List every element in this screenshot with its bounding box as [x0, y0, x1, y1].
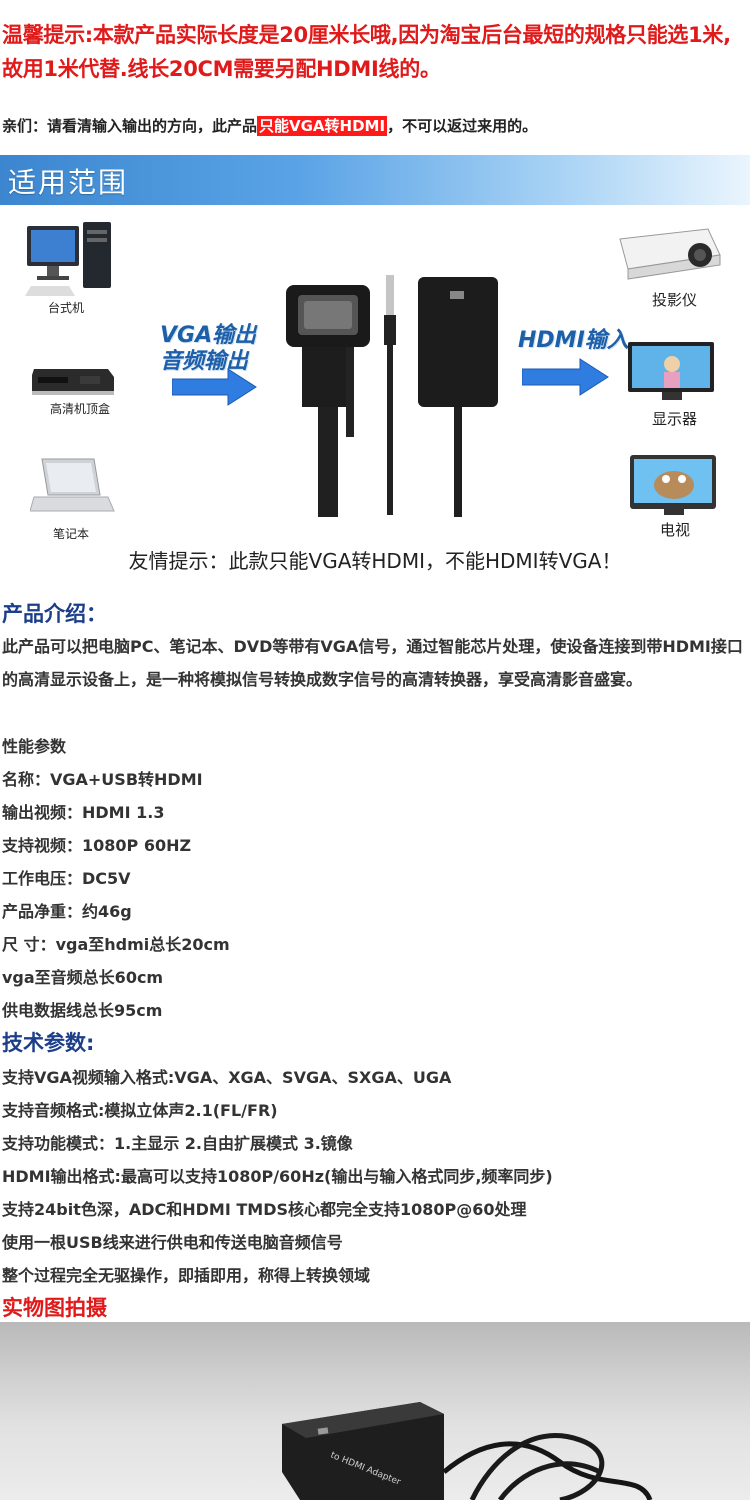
adapter-cable-icon	[286, 275, 498, 517]
tech-line: 支持音频格式:模拟立体声2.1(FL/FR)	[2, 1101, 278, 1120]
banner-title: 适用范围	[8, 166, 129, 199]
spec-line: vga至音频总长60cm	[2, 968, 164, 987]
output-label-tv: 电视	[660, 521, 691, 539]
vga-output-text: VGA输出 音频输出	[160, 323, 256, 375]
right-arrow-left-icon	[172, 368, 257, 406]
spec-line: 输出视频：HDMI 1.3	[2, 803, 165, 822]
input-label-desktop: 台式机	[48, 301, 85, 315]
vga-output-line: VGA输出	[160, 323, 257, 348]
photo-title: 实物图拍摄	[2, 1296, 107, 1320]
spec-line: 尺 寸：vga至hdmi总长20cm	[2, 935, 230, 954]
adapter-photo-icon: to HDMI Adapter	[282, 1402, 653, 1500]
laptop-icon	[30, 458, 115, 512]
spec-line: 性能参数	[2, 737, 67, 756]
output-label-projector: 投影仪	[652, 291, 698, 309]
intro-title: 产品介绍：	[2, 602, 107, 626]
notice-prefix: 亲们：请看清输入输出的方向，此产品	[2, 117, 258, 135]
projector-icon	[619, 228, 721, 280]
input-label-stb: 高清机顶盒	[50, 402, 111, 416]
desktop-pc-icon	[25, 222, 111, 296]
tech-line: 支持24bit色深，ADC和HDMI TMDS核心都完全支持1080P@60处理	[2, 1200, 527, 1219]
audio-output-line: 音频输出	[160, 349, 249, 374]
usage-diagram: 台式机 高清机顶盒 笔记本 VGA输出 音频输出	[0, 205, 750, 590]
tech-line: 使用一根USB线来进行供电和传送电脑音频信号	[2, 1233, 343, 1252]
tech-line: 支持VGA视频输入格式:VGA、XGA、SVGA、SXGA、UGA	[2, 1068, 452, 1087]
intro-paragraph: 此产品可以把电脑PC、笔记本、DVD等带有VGA信号，通过智能芯片处理，使设备连…	[2, 637, 743, 689]
warning-text: 温馨提示:本款产品实际长度是20厘米长哦,因为淘宝后台最短的规格只能选1米,故用…	[2, 23, 731, 81]
hdmi-input-text: HDMI输入	[518, 328, 629, 353]
scope-banner: 适用范围	[0, 155, 750, 205]
diagram-tip: 友情提示：此款只能VGA转HDMI，不能HDMI转VGA！	[128, 549, 622, 573]
spec-line: 工作电压：DC5V	[2, 869, 131, 888]
output-label-monitor: 显示器	[652, 410, 698, 428]
tech-line: HDMI输出格式:最高可以支持1080P/60Hz(输出与输入格式同步,频率同步…	[2, 1167, 553, 1186]
set-top-box-icon	[32, 369, 114, 395]
spec-line: 名称：VGA+USB转HDMI	[2, 770, 203, 789]
notice-highlight: 只能VGA转HDMI	[257, 116, 388, 136]
monitor-icon	[628, 342, 714, 400]
tech-line: 支持功能模式：1.主显示 2.自由扩展模式 3.镜像	[2, 1134, 353, 1153]
tech-title: 技术参数:	[2, 1031, 95, 1055]
right-arrow-right-icon	[522, 358, 609, 396]
spec-line: 支持视频：1080P 60HZ	[2, 836, 192, 855]
spec-line: 供电数据线总长95cm	[2, 1001, 163, 1020]
spec-line: 产品净重：约46g	[2, 902, 132, 921]
tv-icon	[630, 455, 716, 515]
product-photo: to HDMI Adapter	[0, 1322, 750, 1500]
direction-notice: 亲们：请看清输入输出的方向，此产品只能VGA转HDMI，不可以返过来用的。	[2, 112, 748, 140]
notice-suffix: ，不可以返过来用的。	[387, 117, 538, 135]
tech-line: 整个过程完全无驱操作，即插即用，称得上转换领域	[2, 1266, 371, 1285]
input-label-laptop: 笔记本	[53, 527, 90, 541]
